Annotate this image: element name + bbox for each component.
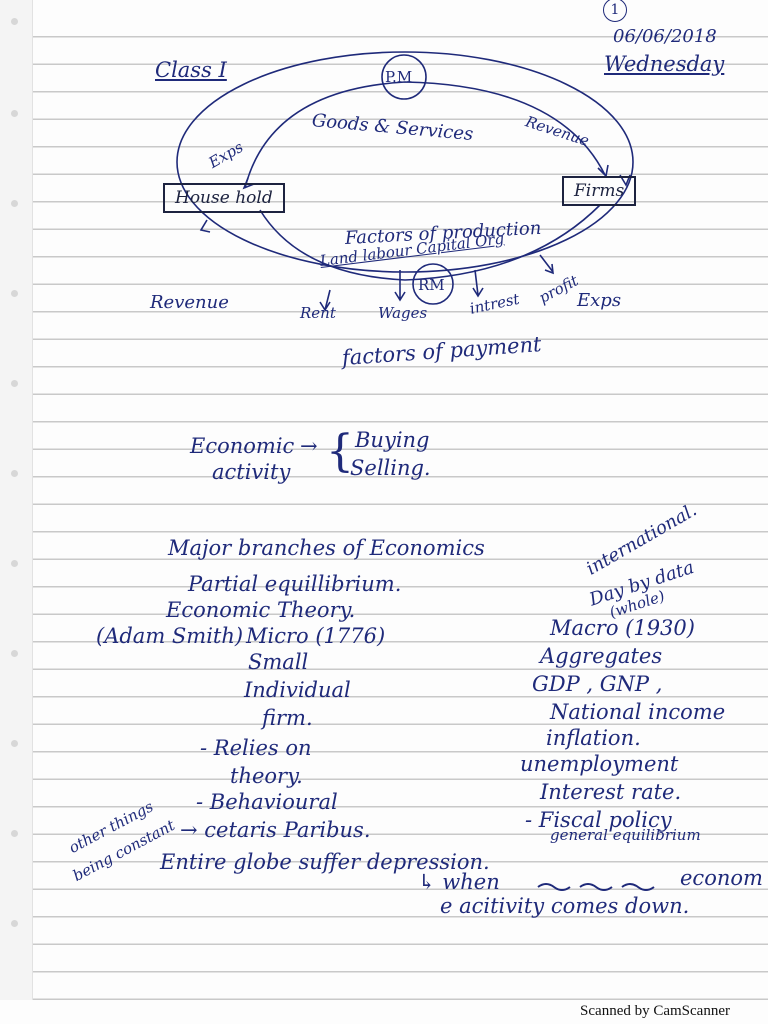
macro-item-1: Aggregates — [540, 644, 663, 668]
page-number: 1 — [603, 0, 627, 22]
macro-item-7: - Fiscal policy — [525, 808, 672, 832]
micro-item-7: → cetaris Paribus. — [180, 818, 371, 842]
scanner-footer: Scanned by CamScanner — [580, 1003, 730, 1019]
economic-theory: Economic Theory. — [166, 598, 356, 622]
general-equilibrium: general equilibrium — [550, 826, 701, 844]
when-line: ↳ when — [418, 870, 500, 894]
wages-arrow — [394, 270, 406, 302]
rm-label: RM — [418, 276, 445, 294]
lower-inner-arc — [259, 204, 601, 281]
upper-inner-arc — [244, 81, 606, 189]
profit-arrow — [539, 254, 554, 275]
right-arrow-icon: → — [300, 434, 318, 458]
rent-arrow — [319, 289, 331, 312]
activity-line: e acitivity comes down. — [440, 894, 690, 918]
day-text: Wednesday — [604, 52, 725, 76]
macro-label: Macro (1930) — [550, 616, 695, 640]
micro-item-6: - Behavioural — [196, 790, 338, 814]
macro-item-3: National income — [550, 700, 726, 724]
interest-arrow — [472, 269, 484, 298]
selling-label: Selling. — [350, 456, 431, 480]
revenue-left-label: Revenue — [150, 292, 229, 313]
pm-label: P.M — [385, 68, 413, 86]
household-box: House hold — [163, 183, 285, 213]
ruled-lines — [28, 0, 768, 1000]
micro-item-1: Small — [248, 650, 309, 674]
spiral-margin — [0, 0, 33, 1000]
brace-icon: { — [326, 426, 354, 477]
buying-label: Buying — [355, 428, 430, 452]
outer-loop — [176, 51, 634, 273]
firms-box: Firms — [562, 176, 637, 206]
micro-item-4: - Relies on — [200, 736, 312, 760]
micro-item-2: Individual — [244, 678, 351, 702]
partial-equilibrium: Partial equillibrium. — [188, 572, 402, 596]
circular-flow-diagram — [176, 51, 634, 312]
macro-item-6: Interest rate. — [540, 780, 682, 804]
arrow-revenue — [619, 174, 631, 187]
macro-item-2: GDP , GNP , — [532, 672, 663, 696]
arrow-left-return — [199, 219, 211, 233]
arrow-to-household — [242, 177, 255, 190]
depression-line: Entire globe suffer depression. — [160, 850, 490, 874]
rent-label: Rent — [300, 304, 336, 322]
when-tail: econom — [680, 866, 763, 890]
exps-right-label: Exps — [577, 290, 622, 311]
date-text: 06/06/2018 — [613, 26, 717, 47]
branches-heading: Major branches of Economics — [168, 536, 485, 560]
crossed-out-scribble — [536, 878, 676, 891]
micro-item-3: firm. — [262, 706, 313, 730]
pm-circle — [381, 54, 427, 100]
micro-item-5: theory. — [230, 764, 303, 788]
adam-smith: (Adam Smith) — [96, 624, 244, 648]
economic-activity-term-1: Economic — [190, 434, 295, 458]
micro-label: Micro (1776) — [246, 624, 386, 648]
economic-activity-term-2: activity — [212, 460, 291, 484]
macro-item-4: inflation. — [546, 726, 641, 750]
macro-item-5: unemployment — [520, 752, 679, 776]
wages-label: Wages — [378, 304, 428, 322]
rm-circle — [412, 263, 454, 305]
class-label: Class I — [155, 58, 227, 82]
